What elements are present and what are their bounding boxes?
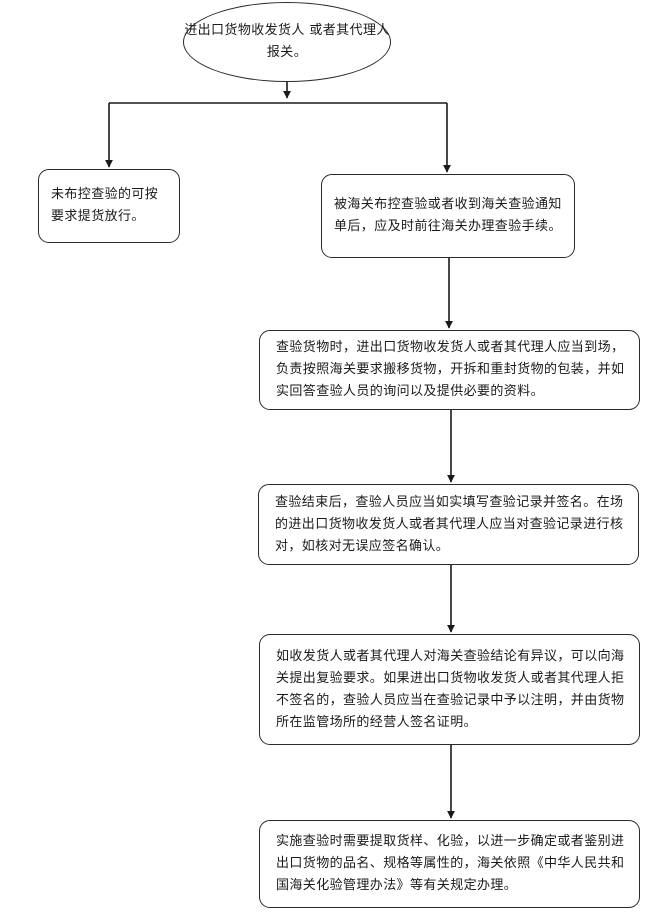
node-inspection-notice: 被海关布控查验或者收到海关查验通知单后，应及时前往海关办理查验手续。 [321, 174, 575, 258]
objection-text: 如收发货人或者其代理人对海关查验结论有异议，可以向海关提出复验要求。如果进出口货… [276, 648, 625, 730]
node-release-without-inspection: 未布控查验的可按要求提货放行。 [38, 169, 180, 243]
node-cargo-inspection: 查验货物时，进出口货物收发货人或者其代理人应当到场，负责按照海关要求搬移货物，开… [259, 330, 640, 410]
start-line-2: 或者其代理人报关。 [266, 23, 390, 60]
start-line-1: 进出口货物收发货人 [184, 23, 305, 38]
start-oval-declare-customs: 进出口货物收发货人 或者其代理人报关。 [183, 2, 391, 82]
record-text: 查验结束后，查验人员应当如实填写查验记录并签名。在场的进出口货物收发货人或者其代… [275, 494, 624, 554]
inspect-text: 查验货物时，进出口货物收发货人或者其代理人应当到场，负责按照海关要求搬移货物，开… [276, 340, 625, 399]
node-objection-reinspection: 如收发货人或者其代理人对海关查验结论有异议，可以向海关提出复验要求。如果进出口货… [259, 634, 640, 745]
node-inspection-record: 查验结束后，查验人员应当如实填写查验记录并签名。在场的进出口货物收发货人或者其代… [258, 484, 639, 565]
notice-text: 被海关布控查验或者收到海关查验通知单后，应及时前往海关办理查验手续。 [334, 197, 562, 234]
node-sampling-lab-test: 实施查验时需要提取货样、化验，以进一步确定或者鉴别进出口货物的品名、规格等属性的… [259, 820, 640, 908]
sampling-text: 实施查验时需要提取货样、化验，以进一步确定或者鉴别进出口货物的品名、规格等属性的… [276, 834, 625, 893]
release-text: 未布控查验的可按要求提货放行。 [51, 187, 159, 224]
